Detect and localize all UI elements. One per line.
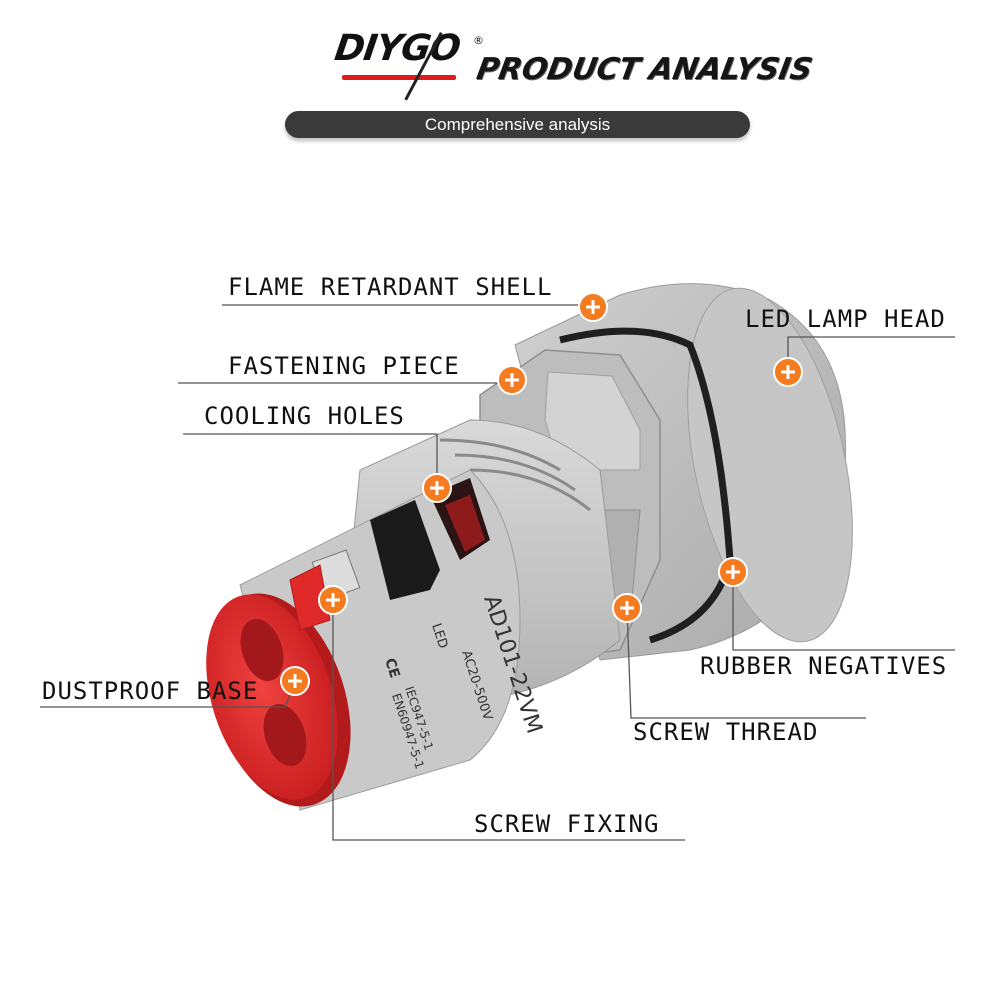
plus-circle-icon bbox=[718, 557, 748, 587]
registered-mark: ® bbox=[473, 34, 484, 47]
leader-screw-fixing bbox=[332, 600, 685, 841]
subtitle-bar: Comprehensive analysis bbox=[285, 111, 750, 138]
dustproof-base bbox=[206, 564, 351, 807]
label-dustproof-base: DUSTPROOF BASE bbox=[42, 677, 259, 705]
label-fastening-piece: FASTENING PIECE bbox=[228, 352, 460, 380]
led-marking: LED bbox=[428, 622, 450, 651]
label-cooling-holes: COOLING HOLES bbox=[204, 402, 405, 430]
label-flame-retardant-shell: FLAME RETARDANT SHELL bbox=[228, 273, 553, 301]
plus-circle-icon bbox=[612, 593, 642, 623]
leader-fastening-piece bbox=[178, 380, 513, 384]
ce-marking: CE bbox=[381, 656, 402, 680]
plus-circle-icon bbox=[422, 473, 452, 503]
plus-circle-icon bbox=[280, 666, 310, 696]
plus-circle-icon bbox=[318, 585, 348, 615]
logo-underline bbox=[342, 75, 456, 80]
markers bbox=[280, 292, 803, 696]
leader-lines bbox=[40, 304, 955, 841]
subtitle-text: Comprehensive analysis bbox=[424, 115, 611, 134]
plus-circle-icon bbox=[497, 365, 527, 395]
label-led-lamp-head: LED LAMP HEAD bbox=[745, 305, 946, 333]
plus-circle-icon bbox=[578, 292, 608, 322]
label-screw-fixing: SCREW FIXING bbox=[474, 810, 660, 838]
label-rubber-negatives: RUBBER NEGATIVES bbox=[700, 652, 948, 680]
leader-screw-thread bbox=[626, 607, 866, 719]
leader-rubber-negatives bbox=[732, 572, 955, 651]
leader-cooling-holes bbox=[183, 433, 438, 488]
rubber-ring bbox=[559, 327, 734, 644]
label-screw-thread: SCREW THREAD bbox=[633, 718, 819, 746]
plus-circle-icon bbox=[773, 357, 803, 387]
